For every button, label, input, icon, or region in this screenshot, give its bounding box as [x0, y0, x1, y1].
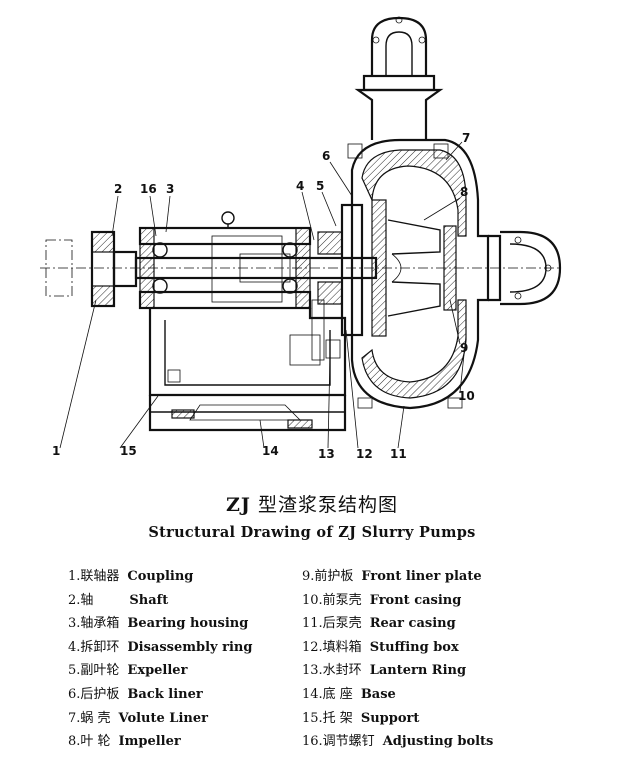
- legend-item-cn: 9.前护板: [302, 569, 354, 584]
- legend-item: 14.底 座 Base: [302, 683, 493, 707]
- bearing-housing-part: [138, 211, 312, 310]
- callout-8: 8: [460, 185, 468, 199]
- legend-item-cn: 5.副叶轮: [68, 663, 120, 679]
- legend-item-en: Volute Liner: [118, 710, 208, 726]
- callout-2: 2: [114, 182, 122, 196]
- legend-item-en: Front liner plate: [361, 569, 482, 584]
- diagram-title-english: Structural Drawing of ZJ Slurry Pumps: [148, 524, 476, 541]
- callout-10: 10: [458, 389, 475, 403]
- pump-cross-section-drawing: 1 2 16 3 4 5 6 7 8 9 10 11 12 13 14 15: [40, 16, 562, 461]
- callout-labels: 1 2 16 3 4 5 6 7 8 9 10 11 12 13 14 15: [52, 131, 475, 461]
- callout-15: 15: [120, 444, 137, 458]
- callout-5: 5: [316, 179, 324, 193]
- callout-11: 11: [390, 447, 407, 461]
- legend-item-cn: 11.后泵壳: [302, 616, 362, 632]
- legend-item-en: Coupling: [127, 569, 194, 584]
- callout-13: 13: [318, 447, 335, 461]
- legend-item-en: Disassembly ring: [127, 639, 253, 655]
- callout-7: 7: [462, 131, 470, 145]
- legend-item-cn: 8.叶 轮: [68, 734, 111, 750]
- legend-item-cn: 16.调节螺钉: [302, 734, 375, 750]
- base-part: [148, 395, 347, 432]
- callout-4: 4: [296, 179, 304, 193]
- legend-item-en: Base: [360, 686, 396, 702]
- diagram-title-chinese: ZJ 型渣浆泵结构图: [0, 490, 624, 517]
- callout-12: 12: [356, 447, 373, 461]
- legend-left-column: 1.联轴器 Coupling 2.轴 Shaft 3.轴承箱 Bearing hous…: [68, 565, 252, 754]
- legend-item: 10.前泵壳 Front casing: [302, 589, 493, 613]
- coupling-part: [45, 230, 138, 308]
- callout-16: 16: [140, 182, 157, 196]
- title-model-prefix: ZJ: [226, 494, 251, 516]
- legend-item-cn: 15.托 架: [302, 710, 353, 726]
- legend-item-cn: 7.蜗 壳: [68, 710, 111, 726]
- legend-item: 11.后泵壳 Rear casing: [302, 612, 493, 636]
- legend-item: 3.轴承箱 Bearing housing: [68, 612, 252, 636]
- legend-item: 9.前护板 Front liner plate: [302, 565, 493, 589]
- legend-item: 13.水封环 Lantern Ring: [302, 659, 493, 683]
- callout-6: 6: [322, 149, 330, 163]
- legend-item-en: Lantern Ring: [369, 663, 467, 679]
- legend-right-column: 9.前护板 Front liner plate 10.前泵壳 Front casin…: [302, 565, 493, 754]
- legend-item: 8.叶 轮 Impeller: [68, 730, 252, 754]
- legend-item-en: Shaft: [129, 592, 169, 608]
- callout-14: 14: [262, 444, 279, 458]
- legend-item-en: Adjusting bolts: [382, 734, 494, 750]
- legend-item-cn: 6.后护板: [68, 686, 120, 702]
- stuffing-box-part: [311, 203, 364, 361]
- legend-item-cn: 14.底 座: [302, 686, 353, 702]
- callout-1: 1: [52, 444, 60, 458]
- legend-item: 5.副叶轮 Expeller: [68, 659, 252, 683]
- legend-item-en: Stuffing box: [369, 639, 459, 655]
- discharge-outlet-part: [347, 16, 449, 159]
- legend-item-en: Rear casing: [369, 616, 456, 632]
- legend-item: 16.调节螺钉 Adjusting bolts: [302, 730, 493, 754]
- legend-item: 1.联轴器 Coupling: [68, 565, 252, 589]
- legend-item: 7.蜗 壳 Volute Liner: [68, 707, 252, 731]
- legend-item: 2.轴 Shaft: [68, 589, 252, 613]
- legend-item-en: Impeller: [118, 734, 181, 750]
- legend-item-cn: 1.联轴器: [68, 569, 120, 584]
- legend-item-en: Expeller: [127, 663, 188, 679]
- legend-item: 4.拆卸环 Disassembly ring: [68, 636, 252, 660]
- callout-3: 3: [166, 182, 174, 196]
- callout-9: 9: [460, 341, 468, 355]
- legend-item-cn: 10.前泵壳: [302, 592, 362, 608]
- legend-item-cn: 4.拆卸环: [68, 639, 120, 655]
- legend-item: 12.填料箱 Stuffing box: [302, 636, 493, 660]
- legend-item-cn: 3.轴承箱: [68, 616, 120, 632]
- support-part: [148, 308, 347, 397]
- legend-item: 6.后护板 Back liner: [68, 683, 252, 707]
- suction-inlet-part: [488, 230, 562, 306]
- legend-item-en: Bearing housing: [127, 616, 249, 632]
- legend-item-en: Front casing: [369, 592, 462, 608]
- legend-item: 15.托 架 Support: [302, 707, 493, 731]
- legend-item-cn: 2.轴: [68, 592, 94, 608]
- leader-lines: [59, 141, 467, 449]
- volute-casing-part: [350, 138, 490, 410]
- legend-item-en: Support: [360, 710, 420, 726]
- title-chinese-text: 型渣浆泵结构图: [257, 494, 398, 516]
- legend-item-cn: 13.水封环: [302, 663, 362, 679]
- legend-item-cn: 12.填料箱: [302, 639, 362, 655]
- legend-item-en: Back liner: [127, 686, 203, 702]
